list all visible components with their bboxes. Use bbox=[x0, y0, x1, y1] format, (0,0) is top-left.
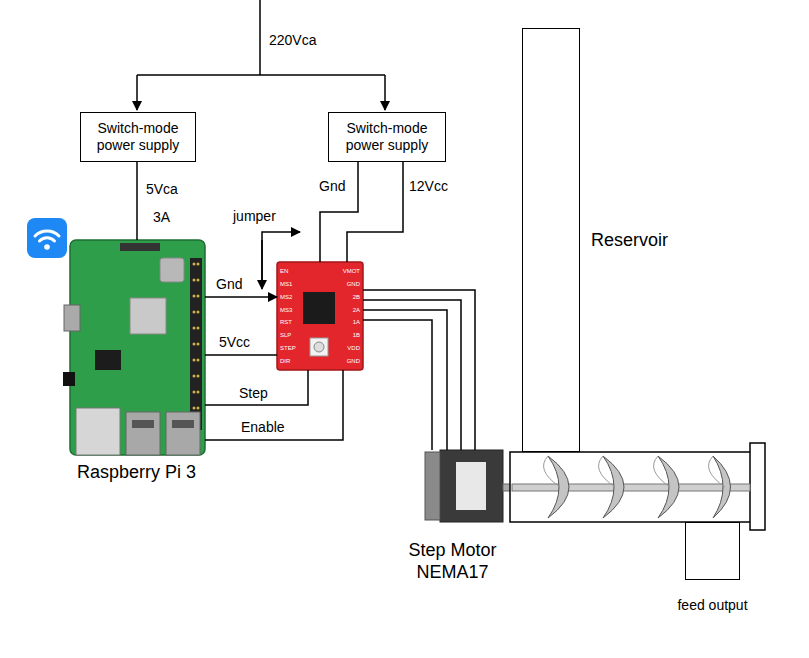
stepper-driver: ENMS1MS2MS3RSTSLPSTEPDIRVMOTGND2B2A1A1BV… bbox=[277, 262, 363, 370]
pin-label: RST bbox=[280, 318, 292, 326]
wire-connector bbox=[363, 310, 447, 450]
pin-label: 2A bbox=[353, 306, 360, 314]
wire-connector bbox=[205, 354, 277, 356]
stepper-driver-board bbox=[277, 262, 363, 370]
wifi-icon bbox=[27, 218, 67, 258]
part-label: Reservoir bbox=[591, 229, 668, 251]
pin-label: 2B bbox=[353, 293, 360, 301]
wire-connector bbox=[363, 290, 475, 450]
power-supply-box: Switch-mode power supply bbox=[328, 112, 446, 162]
wire-connector bbox=[363, 300, 461, 450]
pin-label: GND bbox=[347, 357, 360, 365]
pin-label: SLP bbox=[280, 331, 291, 339]
supply-voltage-label: 220Vca bbox=[268, 32, 317, 49]
signal-label: Gnd bbox=[318, 178, 346, 195]
raspberry-pi: Raspberry Pi 3 bbox=[68, 240, 205, 483]
jumper-label: jumper bbox=[232, 208, 277, 225]
part-label: Step Motor NEMA17 bbox=[395, 539, 510, 583]
wire-connector bbox=[205, 370, 343, 440]
signal-label: 12Vcc bbox=[408, 178, 449, 195]
box-label: Switch-mode power supply bbox=[87, 120, 189, 154]
auger-screw bbox=[510, 443, 765, 530]
pin-column: VMOT GND 2B 2A 1A 1B VDD GND bbox=[343, 267, 360, 365]
signal-label: Step bbox=[238, 385, 269, 402]
pin-label: GND bbox=[347, 280, 360, 288]
pin-column: EN MS1MS2MS3RST SLP STEP DIR bbox=[280, 267, 296, 365]
wire-connector bbox=[347, 162, 403, 262]
part-label: Raspberry Pi 3 bbox=[77, 461, 196, 483]
stepper-motor bbox=[425, 450, 513, 522]
signal-label: Enable bbox=[240, 419, 286, 436]
wire-connector bbox=[136, 162, 138, 240]
power-supply-box: Switch-mode power supply bbox=[80, 112, 196, 162]
signal-label: 5Vca bbox=[145, 181, 179, 198]
wire-connector bbox=[320, 162, 358, 262]
pin-label: 1A bbox=[353, 318, 360, 326]
wire-connector bbox=[205, 296, 277, 298]
mains-wire bbox=[137, 0, 385, 110]
pin-label: EN bbox=[280, 267, 288, 275]
current-label: 3A bbox=[152, 209, 171, 226]
feed-output-box: feed output bbox=[685, 522, 740, 580]
pin-label: VDD bbox=[347, 344, 360, 352]
stepper-motor: Step Motor NEMA17 bbox=[395, 450, 510, 583]
pin-label: MS2 bbox=[280, 293, 292, 301]
signal-label: Gnd bbox=[215, 276, 243, 293]
pin-label: MS3 bbox=[280, 306, 292, 314]
wire-connector bbox=[363, 320, 432, 450]
pin-label: 1B bbox=[353, 331, 360, 339]
wire-connector bbox=[205, 370, 308, 405]
pin-label: MS1 bbox=[280, 280, 292, 288]
pin-label: DIR bbox=[280, 357, 290, 365]
signal-label: 5Vcc bbox=[218, 334, 251, 351]
pin-label: VMOT bbox=[343, 267, 360, 275]
part-label: feed output bbox=[677, 597, 747, 614]
box-label: Switch-mode power supply bbox=[335, 120, 439, 154]
pin-label: STEP bbox=[280, 344, 296, 352]
raspberry-pi-board bbox=[63, 240, 205, 455]
reservoir-box: Reservoir bbox=[522, 28, 580, 452]
